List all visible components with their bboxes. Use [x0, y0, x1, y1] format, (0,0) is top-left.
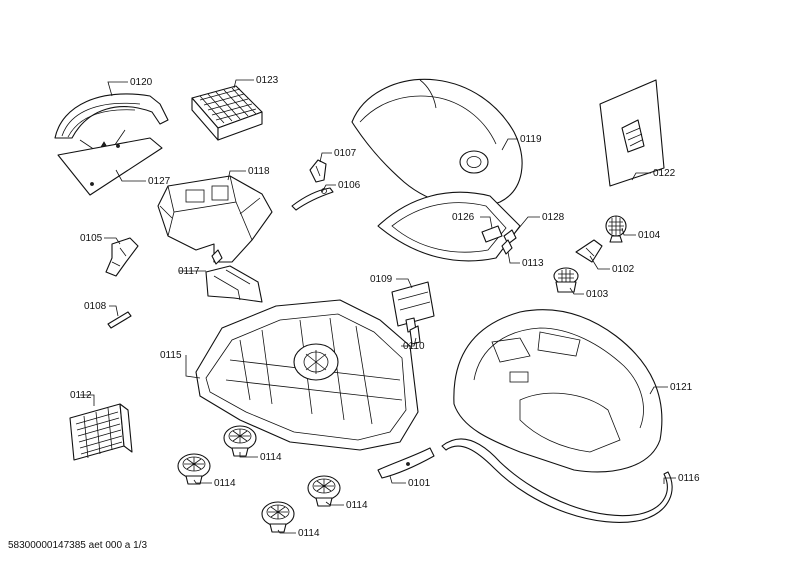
label-0117: 0117	[178, 266, 200, 277]
label-0110: 0110	[403, 341, 425, 352]
part-0123	[191, 85, 263, 141]
part-0106	[291, 187, 334, 211]
part-0103	[553, 267, 579, 293]
part-0119	[351, 78, 523, 262]
label-0119: 0119	[520, 134, 542, 145]
label-0127: 0127	[148, 176, 171, 187]
part-0121	[453, 309, 663, 473]
part-0115	[195, 299, 419, 451]
part-0114-wheel-c	[307, 475, 341, 507]
label-0102: 0102	[612, 264, 635, 275]
label-0108: 0108	[84, 301, 107, 312]
label-0123: 0123	[256, 75, 279, 86]
label-0105: 0105	[80, 233, 103, 244]
label-0128: 0128	[542, 212, 565, 223]
label-0109: 0109	[370, 274, 393, 285]
part-0127	[57, 137, 163, 196]
label-0112: 0112	[70, 390, 92, 401]
part-0114-wheel-a	[223, 425, 257, 457]
part-0109	[391, 281, 435, 333]
part-0118	[157, 175, 273, 263]
label-0121: 0121	[670, 382, 693, 393]
part-0122	[599, 79, 665, 187]
label-0103: 0103	[586, 289, 609, 300]
label-0114-c: 0114	[346, 500, 368, 511]
part-0102	[575, 239, 603, 263]
label-0122: 0122	[653, 168, 676, 179]
part-0110	[409, 325, 421, 345]
label-0114-a: 0114	[260, 452, 282, 463]
label-0116: 0116	[678, 473, 700, 484]
part-0117	[205, 249, 263, 303]
label-0114-d: 0114	[298, 528, 320, 539]
label-0106: 0106	[338, 180, 361, 191]
label-0104: 0104	[638, 230, 661, 241]
label-0101: 0101	[408, 478, 431, 489]
part-labels: 0120 0123 0127 0118 0107 0106 0119 0122 …	[70, 75, 700, 539]
label-0107: 0107	[334, 148, 357, 159]
label-0118: 0118	[248, 166, 270, 177]
part-0126	[481, 225, 503, 243]
label-0114-b: 0114	[214, 478, 236, 489]
document-reference: 58300000147385 aet 000 a 1/3	[8, 540, 148, 551]
part-0114-wheel-d	[261, 501, 295, 533]
part-0108	[107, 311, 132, 329]
part-0105	[105, 237, 139, 277]
leader-lines	[80, 79, 676, 534]
part-0116	[441, 438, 673, 523]
part-0113	[501, 239, 513, 255]
part-0114-wheel-b	[177, 453, 211, 485]
label-0113: 0113	[522, 258, 544, 269]
label-0126: 0126	[452, 212, 475, 223]
part-0112	[69, 403, 133, 461]
label-0120: 0120	[130, 77, 153, 88]
part-0101	[377, 447, 435, 479]
part-0107	[309, 159, 327, 183]
label-0115: 0115	[160, 350, 182, 361]
part-0104	[605, 215, 627, 243]
